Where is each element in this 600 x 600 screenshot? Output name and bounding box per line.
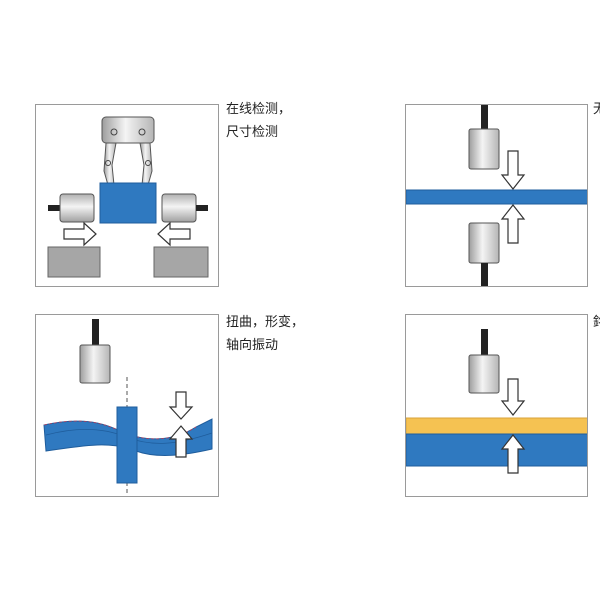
sensor-icon [48,193,95,223]
arrow-icon [63,221,97,247]
panel-gripper [35,104,219,287]
base-block [153,246,209,278]
workpiece [406,189,587,205]
gripper-diagram [47,116,209,278]
arrow-icon [500,204,526,244]
arrow-icon [500,378,526,416]
sensor-icon [161,193,208,223]
panel-thickness [405,104,588,287]
arrow-icon [168,425,194,458]
workpiece [406,433,587,467]
sensor-icon [468,222,500,286]
arrow-icon [168,391,194,420]
panel-layer [405,314,588,497]
workpiece [116,406,138,484]
coating-layer [406,417,587,435]
panel-twist [35,314,219,497]
workpiece [99,182,157,224]
sensor-icon [79,319,111,384]
panel-caption-thickness: 无 [593,102,600,117]
panel-caption-twist: 扭曲，形变， 轴向振动 [226,315,305,353]
panel-caption-gripper: 在线检测， 尺寸检测 [226,102,292,140]
sensor-icon [468,105,500,170]
base-block [47,246,101,278]
arrow-icon [500,434,526,474]
panel-caption-layer: 銘 [593,315,600,330]
arrow-icon [500,150,526,190]
gripper-icon [101,116,155,186]
layer-diagram [406,329,587,474]
arrow-icon [157,221,191,247]
thickness-diagram [406,105,587,286]
sensor-icon [468,329,500,394]
twist-diagram [43,319,213,496]
